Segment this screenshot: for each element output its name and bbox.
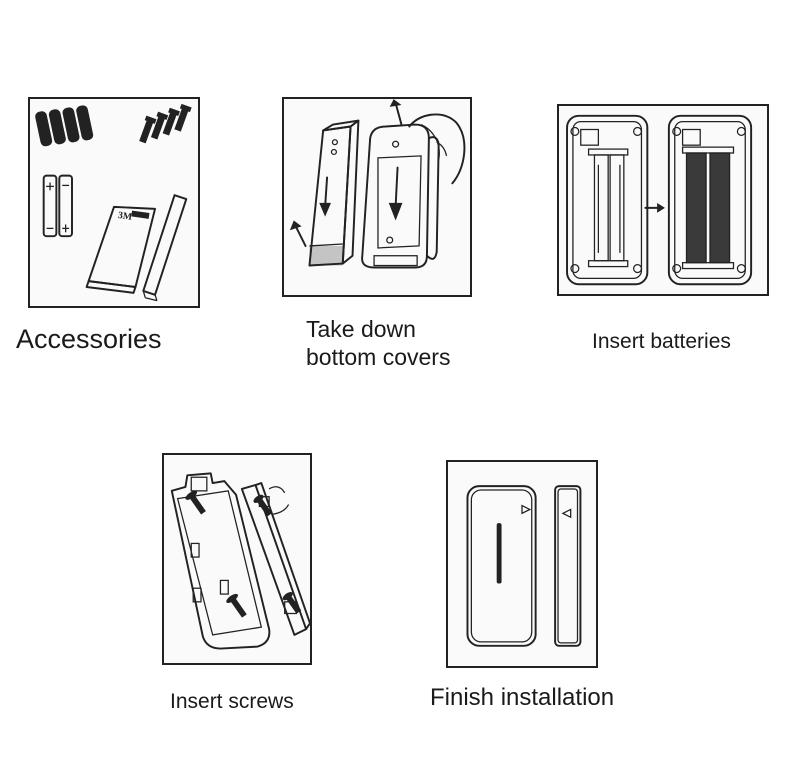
double-sided-tape-icon: 3M xyxy=(85,205,156,294)
batteries-drawing xyxy=(566,114,753,286)
magnet-strip-icon xyxy=(142,194,188,302)
accessories-illustration: 3M xyxy=(28,97,200,308)
step-caption-take-down-line1: Take down xyxy=(306,316,416,342)
sensor-body-icon xyxy=(466,485,537,647)
arrow-icon xyxy=(319,176,331,217)
battery-compartment-icon xyxy=(667,114,753,286)
insert-screws-illustration xyxy=(162,453,312,665)
arrow-icon xyxy=(644,202,665,213)
screws-drawing xyxy=(170,472,310,650)
battery-icon xyxy=(35,105,94,147)
screw-icon xyxy=(185,490,302,618)
battery-compartment-icon xyxy=(566,114,649,286)
arrow-icon xyxy=(388,166,403,221)
step-caption-take-down-line2: bottom covers xyxy=(306,344,451,370)
insert-batteries-illustration xyxy=(557,104,769,296)
sensor-body-icon xyxy=(361,123,440,269)
tape-label: 3M xyxy=(117,210,132,223)
arrow-icon xyxy=(268,486,290,515)
step-caption-finish-installation: Finish installation xyxy=(430,684,615,711)
covers-drawing xyxy=(289,99,466,269)
hand-icon xyxy=(408,113,466,185)
magnet-strip-icon xyxy=(308,119,360,267)
screw-icon xyxy=(139,103,192,144)
arrow-icon xyxy=(389,99,403,126)
step-caption-insert-screws: Insert screws xyxy=(170,690,294,713)
step-caption-insert-batteries: Insert batteries xyxy=(592,330,731,353)
accessories-drawing: 3M xyxy=(35,103,192,302)
step-caption-accessories: Accessories xyxy=(16,324,162,354)
battery-icon xyxy=(42,174,73,238)
arrow-icon xyxy=(289,220,307,247)
magnet-strip-icon xyxy=(554,485,582,647)
finish-installation-illustration xyxy=(446,460,598,668)
take-down-covers-illustration xyxy=(282,97,472,297)
finish-drawing xyxy=(466,485,582,647)
